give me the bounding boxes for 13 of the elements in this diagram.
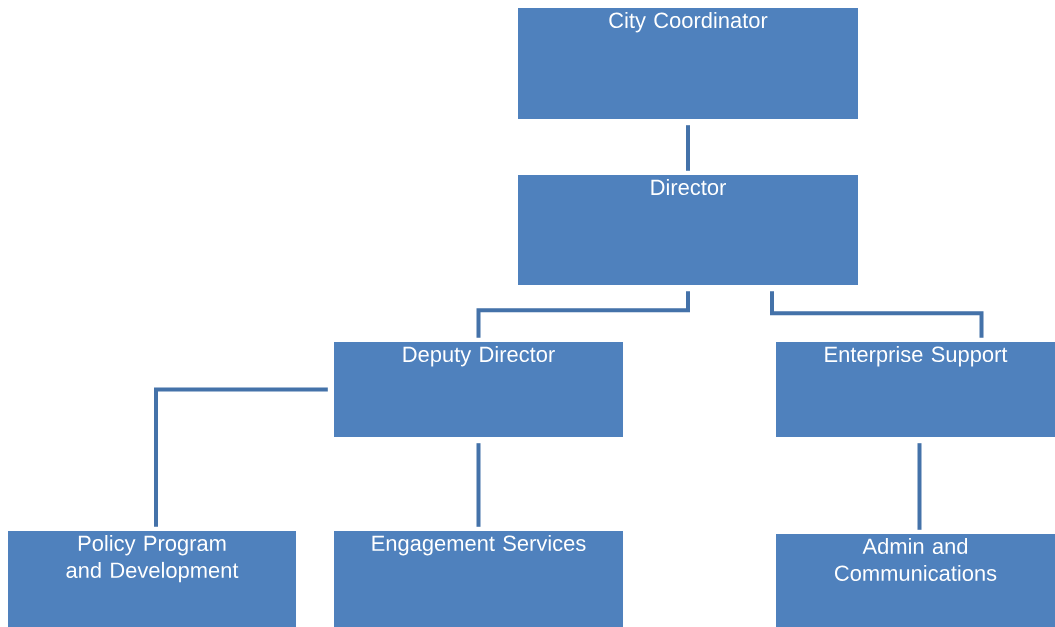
connector-line <box>476 443 481 527</box>
org-box: Policy Program and Development <box>8 531 296 627</box>
org-box: Admin and Communications <box>776 534 1055 627</box>
connector-line <box>154 387 328 527</box>
org-box: City Coordinator <box>518 8 858 119</box>
org-box: Enterprise Support <box>776 342 1055 437</box>
org-box: Deputy Director <box>334 342 623 437</box>
connector-line <box>686 125 690 171</box>
connector-line <box>476 291 690 338</box>
org-box: Director <box>518 175 858 285</box>
connector-line <box>770 291 984 338</box>
connector-line <box>917 443 922 530</box>
org-box: Engagement Services <box>334 531 623 627</box>
